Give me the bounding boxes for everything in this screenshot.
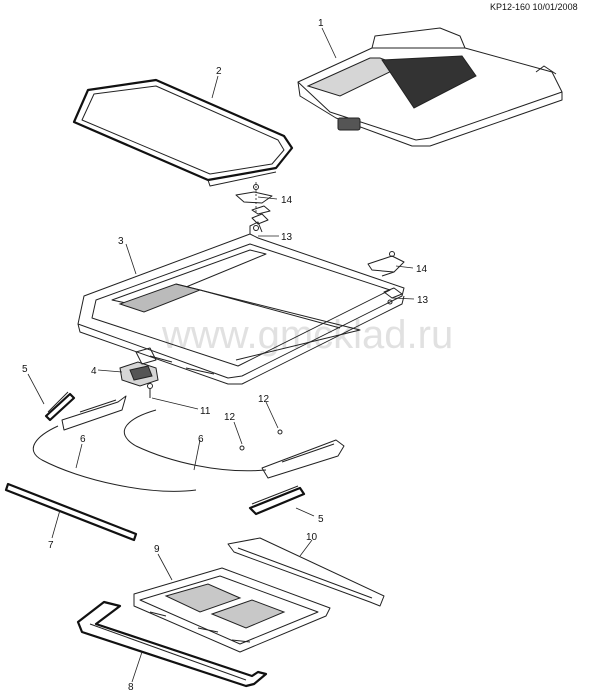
callout-13-upper: 13 <box>281 232 293 243</box>
screw <box>147 383 153 398</box>
callout-5-right: 5 <box>318 514 324 525</box>
sunroof-motor <box>119 347 159 387</box>
callout-14-right: 14 <box>416 264 428 275</box>
drive-cable-right <box>123 409 267 472</box>
callout-10: 10 <box>306 532 318 543</box>
bracket-upper <box>235 184 273 215</box>
sunroof-frame <box>77 221 405 385</box>
callout-1: 1 <box>318 18 324 29</box>
callout-9: 9 <box>154 544 160 555</box>
glass-panel <box>72 78 294 187</box>
clip-upper <box>251 213 269 231</box>
bracket-right <box>367 251 405 277</box>
callout-3: 3 <box>118 236 124 247</box>
wind-deflector-strip <box>4 482 138 542</box>
diagram-code: KP12-160 10/01/2008 <box>490 2 578 12</box>
fastener-left <box>239 445 245 451</box>
callout-12-left: 12 <box>224 412 236 423</box>
clip-right <box>383 287 403 305</box>
leader-lines <box>27 27 415 683</box>
callout-12-right: 12 <box>258 394 270 405</box>
guide-rail-right <box>248 485 306 516</box>
callout-13-right: 13 <box>417 295 429 306</box>
callouts: 1 2 3 4 5 5 6 6 7 8 9 10 11 12 12 13 13 … <box>22 18 429 693</box>
drive-cable-left <box>32 425 197 492</box>
sunshade-frame <box>76 600 268 688</box>
sunshade-panel <box>133 567 331 653</box>
callout-7: 7 <box>48 540 54 551</box>
callout-6-left: 6 <box>80 434 86 445</box>
callout-5-left: 5 <box>22 364 28 375</box>
callout-14-upper: 14 <box>281 195 293 206</box>
front-header-rail <box>227 537 385 607</box>
callout-8: 8 <box>128 682 134 693</box>
callout-11: 11 <box>200 406 211 417</box>
callout-4: 4 <box>91 366 97 377</box>
guide-rail-left <box>44 391 76 422</box>
watermark: www.gmcklad.ru <box>161 313 453 357</box>
callout-2: 2 <box>216 66 222 77</box>
roof-panel-assembly <box>297 27 563 147</box>
drive-track-right <box>261 439 345 479</box>
fastener-right <box>277 429 283 435</box>
drive-track-left <box>61 395 127 431</box>
callout-6-right: 6 <box>198 434 204 445</box>
